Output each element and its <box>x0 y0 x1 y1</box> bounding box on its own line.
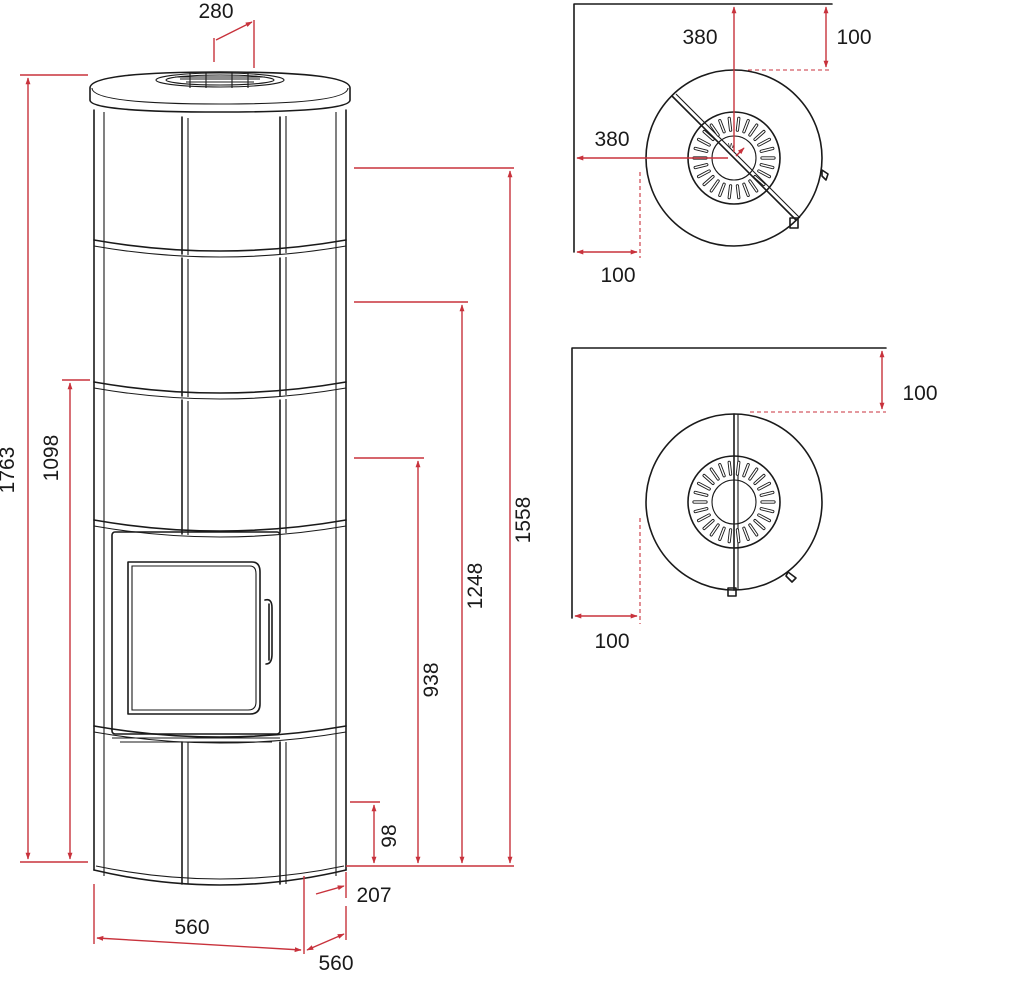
grate-slot-inner <box>760 147 774 153</box>
dim-207-label: 207 <box>356 884 391 907</box>
grate-slot-inner <box>728 117 732 131</box>
grate-slot-inner <box>697 514 710 522</box>
grate-slot-inner <box>697 170 710 178</box>
corner-walls <box>573 3 833 253</box>
grate-marker: W <box>728 143 735 150</box>
stove-body <box>93 109 347 886</box>
grate-slot-inner <box>754 474 765 485</box>
grate-slot-inner <box>749 180 758 192</box>
top-view-wall: 100 100 <box>571 347 938 653</box>
door-handle-icon <box>264 598 273 665</box>
front-elevation <box>89 71 351 886</box>
dim-1248-label: 1248 <box>464 563 487 610</box>
dim-1098-label: 1098 <box>40 435 63 482</box>
dim-100-side-2-label: 100 <box>594 630 629 653</box>
grate-slot-inner <box>760 508 774 513</box>
grate-slot-inner <box>710 524 719 536</box>
grate-slot-inner <box>710 124 719 136</box>
grate-slot-inner <box>743 527 749 541</box>
dim-1763-label: 1763 <box>0 447 19 494</box>
dim-938-label: 938 <box>420 662 443 697</box>
grate-slot-inner <box>719 119 725 133</box>
grate-slot-inner <box>749 524 758 536</box>
dim-280-label: 280 <box>198 0 233 23</box>
fire-door <box>111 531 281 743</box>
grate-slot-inner <box>758 138 771 146</box>
grate-slot-inner <box>697 482 710 490</box>
grate-ticks <box>692 116 776 200</box>
top-view-corner: W 380 100 380 100 <box>573 3 872 287</box>
grate-slot-inner <box>736 117 740 131</box>
grate-slot-inner <box>697 138 710 146</box>
front-dimensions: 280 1763 1098 1558 1248 938 98 207 <box>0 0 535 975</box>
grate-slot-inner <box>760 163 774 169</box>
dim-100-side-label: 100 <box>600 264 635 287</box>
grate-slot-inner <box>749 124 758 136</box>
dim-98-label: 98 <box>378 824 401 847</box>
grate-slot-inner <box>749 468 758 480</box>
dim-380-top-label: 380 <box>682 26 717 49</box>
grate-slot-inner <box>754 130 765 141</box>
grate-slot-inner <box>754 519 765 530</box>
grate-slot-inner <box>719 527 725 541</box>
grate-slot-inner <box>694 508 708 513</box>
tile-joints <box>93 116 347 885</box>
grate-slot-inner <box>703 519 714 530</box>
grate-slot-inner <box>719 463 725 477</box>
grate-slot-inner <box>743 463 749 477</box>
grate-slot-inner <box>703 474 714 485</box>
dim-100-top-2-label: 100 <box>902 382 937 405</box>
grate-slot-inner <box>728 461 732 475</box>
grate-slot-inner <box>760 491 774 496</box>
grate-slot-inner <box>703 175 714 186</box>
dim-1558-label: 1558 <box>512 497 535 544</box>
grate-slot-inner <box>758 482 771 490</box>
grate-slot-inner <box>703 130 714 141</box>
dim-100-top-label: 100 <box>836 26 871 49</box>
grate-slot-inner <box>710 468 719 480</box>
grate-slot-inner <box>736 529 740 543</box>
grate-slot-inner <box>736 185 740 199</box>
grate-slot-inner <box>694 147 708 153</box>
dim-560-depth-label: 560 <box>318 952 353 975</box>
grate-slot-inner <box>710 180 719 192</box>
grate-slot-inner <box>694 163 708 169</box>
grate-slot-inner <box>728 185 732 199</box>
dim-560-width-label: 560 <box>174 916 209 939</box>
corner-walls-2 <box>571 347 887 619</box>
grate-slot-inner <box>694 491 708 496</box>
stove-plan-circle-2 <box>645 413 823 597</box>
grate-ticks <box>692 460 776 544</box>
grate-slot-inner <box>743 183 749 197</box>
top-cap <box>89 71 351 113</box>
grate-slot-inner <box>754 175 765 186</box>
grate-slot-inner <box>728 529 732 543</box>
grate-slot-inner <box>758 514 771 522</box>
grate-slot-inner <box>758 170 771 178</box>
dim-380-side-label: 380 <box>594 128 629 151</box>
grate-slot-inner <box>719 183 725 197</box>
stove-plan-circle <box>645 69 829 247</box>
grate-slot-inner <box>743 119 749 133</box>
grate-slot-inner <box>736 461 740 475</box>
